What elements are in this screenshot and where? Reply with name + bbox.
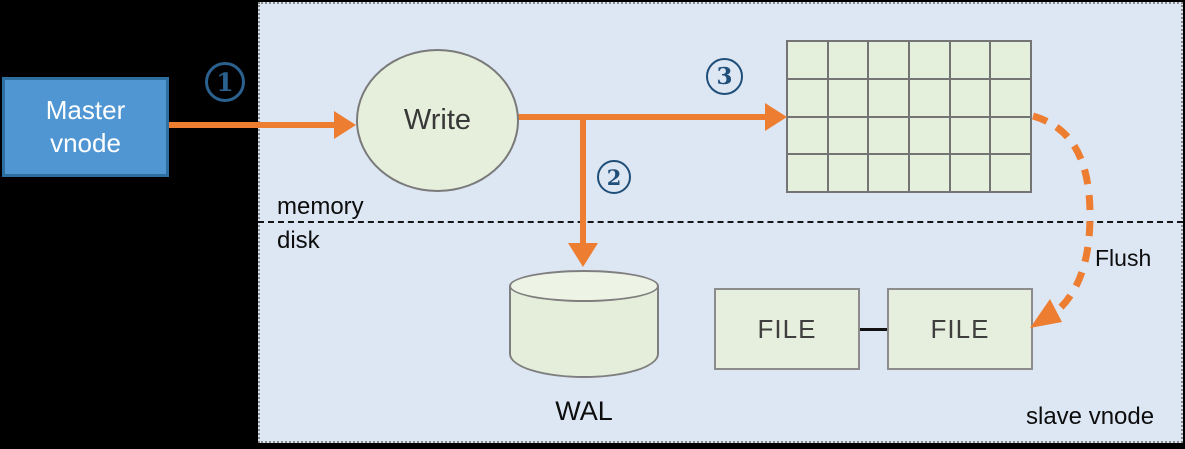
- file-node-left: FILE: [714, 288, 860, 370]
- write-to-memtable-arrowhead: [765, 103, 787, 131]
- memtable-grid-cell: [869, 42, 908, 78]
- memtable-grid-cell: [910, 155, 949, 191]
- memtable-grid: [786, 40, 1032, 193]
- master-to-write-arrowhead: [334, 111, 356, 139]
- memtable-grid-cell: [991, 79, 1030, 116]
- step-2-badge: 2: [597, 160, 631, 194]
- memtable-grid-cell: [910, 42, 949, 78]
- memory-disk-divider: [258, 221, 1183, 223]
- memtable-grid-cell: [950, 79, 990, 116]
- memtable-grid-cell: [788, 42, 827, 78]
- master-vnode-label-line1: Master: [45, 94, 126, 125]
- step-1-number: 1: [216, 67, 234, 97]
- memtable-grid-cell: [788, 117, 827, 154]
- memtable-grid-cell: [991, 155, 1030, 191]
- write-to-wal-arrowhead: [568, 243, 598, 267]
- wal-label: WAL: [555, 396, 613, 426]
- slave-vnode-label: slave vnode: [1026, 403, 1155, 430]
- master-to-write-arrow-shaft: [169, 122, 337, 128]
- write-node: Write: [356, 49, 519, 192]
- memtable-grid-cell: [869, 79, 908, 116]
- memtable-grid-cell: [991, 42, 1030, 78]
- file-right-label: FILE: [930, 313, 990, 344]
- write-to-memtable-arrow-shaft: [515, 114, 767, 120]
- memtable-grid-cell: [910, 79, 949, 116]
- memtable-grid-cell: [950, 42, 990, 78]
- step-3-number: 3: [716, 63, 733, 90]
- step-1-badge: 1: [205, 62, 245, 102]
- master-vnode-label-line2: vnode: [50, 128, 121, 158]
- write-to-wal-arrow-shaft: [580, 114, 586, 244]
- disk-region-label: disk: [277, 227, 320, 254]
- memtable-grid-cell: [910, 117, 949, 154]
- memtable-grid-cell: [991, 117, 1030, 154]
- memtable-grid-cell: [828, 117, 868, 154]
- file-connector-line: [860, 328, 888, 331]
- memtable-grid-cell: [869, 155, 908, 191]
- memtable-grid-cell: [869, 117, 908, 154]
- write-node-label: Write: [403, 104, 472, 136]
- step-3-badge: 3: [706, 58, 743, 95]
- memory-region-label: memory: [277, 193, 364, 220]
- file-left-label: FILE: [757, 313, 817, 344]
- file-node-right: FILE: [887, 288, 1033, 370]
- step-2-number: 2: [606, 164, 622, 190]
- flush-label: Flush: [1095, 245, 1152, 271]
- master-vnode-node: Master vnode: [2, 77, 169, 177]
- memtable-grid-cell: [950, 117, 990, 154]
- memtable-grid-cell: [950, 155, 990, 191]
- memtable-grid-cell: [828, 79, 868, 116]
- memtable-grid-cell: [788, 155, 827, 191]
- memtable-grid-cell: [828, 42, 868, 78]
- memtable-grid-cell: [828, 155, 868, 191]
- wal-cylinder-top: [509, 270, 659, 302]
- memtable-grid-cell: [788, 79, 827, 116]
